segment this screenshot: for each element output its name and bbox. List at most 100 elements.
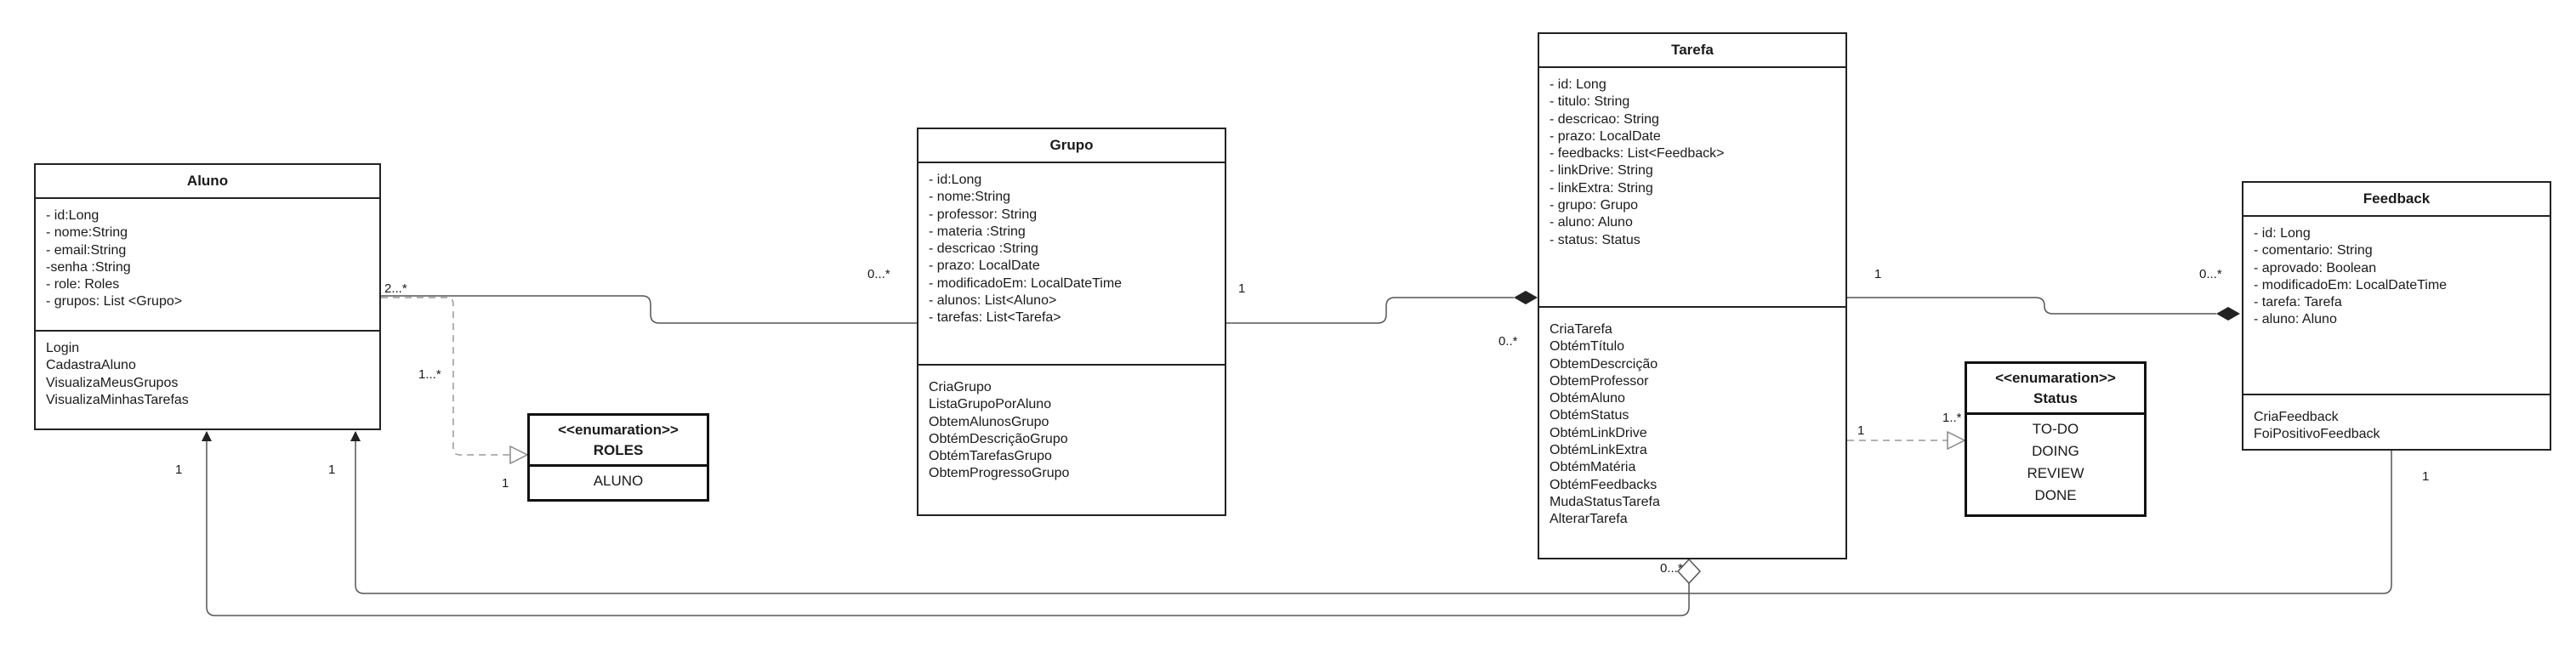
multiplicity-label: 2...* [384,281,407,296]
method: VisualizaMinhasTarefas [46,392,189,407]
method: CriaGrupo [929,380,992,394]
attribute: - id:Long [929,173,982,187]
method: CadastraAluno [46,358,136,373]
class-aluno[interactable]: Aluno - id:Long - nome:String - email:St… [34,163,381,430]
edge-tarefa-aluno [202,431,1690,616]
attribute: - prazo: LocalDate [1550,128,1661,144]
enum-roles-name: ROLES [593,442,644,458]
enum-status-stereotype: <<enumaration>> [1995,370,2116,386]
multiplicity-label: 0..* [1498,334,1518,349]
attribute: - titulo: String [1550,94,1630,110]
enum-roles-header: <<enumaration>> ROLES [530,416,707,467]
attribute: - tarefas: List<Tarefa> [929,310,1061,326]
enum-roles-stereotype: <<enumaration>> [558,422,679,438]
class-aluno-methods: Login CadastraAluno VisualizaMeusGrupos … [36,332,379,409]
multiplicity-label: 1 [502,476,509,491]
method: CriaFeedback [2254,410,2339,424]
multiplicity-label: 0...* [2199,267,2222,281]
enum-value: ALUNO [593,473,644,489]
method: ObtémAluno [1550,391,1625,406]
attribute: - materia :String [929,224,1026,239]
method: ObtémTítulo [1550,339,1625,355]
class-tarefa-title: Tarefa [1539,34,1845,68]
class-tarefa[interactable]: Tarefa - id: Long - titulo: String - des… [1538,32,1847,559]
attribute: - linkExtra: String [1550,180,1653,196]
enum-status-header: <<enumaration>> Status [1967,364,2144,415]
attribute: - id:Long [46,208,100,223]
method: ObtemDescrcição [1550,356,1658,372]
multiplicity-label: 0...* [867,267,890,281]
multiplicity-label: 1..* [1942,411,1962,425]
attribute: - comentario: String [2254,243,2373,258]
attribute: - linkDrive: String [1550,163,1653,179]
attribute: - id: Long [1550,77,1606,92]
method: ObtémMatéria [1550,460,1636,475]
enum-value: DONE [2034,487,2077,503]
attribute: - aprovado: Boolean [2254,260,2377,275]
multiplicity-label: 1 [1874,267,1882,281]
method: ObtémTarefasGrupo [929,449,1052,464]
multiplicity-label: 1 [1857,423,1865,438]
class-grupo-methods: CriaGrupo ListaGrupoPorAluno ObtemAlunos… [918,366,1225,483]
aggregation-diamond-icon [1676,558,1702,585]
attribute: - alunos: List<Aluno> [929,293,1057,309]
multiplicity-label: 1 [2422,469,2430,484]
enum-roles[interactable]: <<enumaration>> ROLES ALUNO [527,413,709,502]
class-feedback-attributes: - id: Long - comentario: String - aprova… [2243,217,2550,395]
method: ObtémDescriçãoGrupo [929,431,1068,446]
class-grupo-attributes: - id:Long - nome:String - professor: Str… [918,163,1225,366]
attribute: - professor: String [929,207,1038,222]
attribute: - modificadoEm: LocalDateTime [2254,277,2448,292]
method: MudaStatusTarefa [1550,494,1660,509]
multiplicity-label: 1...* [418,367,441,382]
attribute: - nome:String [46,225,128,241]
multiplicity-label: 1 [1238,281,1246,296]
method: Login [46,341,80,355]
attribute: - tarefa: Tarefa [2254,295,2342,310]
attribute: - status: Status [1550,232,1641,247]
attribute: - descricao :String [929,241,1038,257]
edge-tarefa-feedback [1838,292,2240,321]
method: ObtémLinkExtra [1550,443,1647,458]
enum-roles-values: ALUNO [530,467,707,496]
enum-status-name: Status [2033,390,2078,406]
attribute: -senha :String [46,259,131,275]
method: ObtemProgressoGrupo [929,466,1070,481]
attribute: - email:String [46,242,127,258]
class-feedback-title: Feedback [2243,183,2550,217]
method: CriaTarefa [1550,322,1612,337]
method: ObtémLinkDrive [1550,425,1647,440]
enum-value: TO-DO [2032,421,2079,437]
class-tarefa-attributes: - id: Long - titulo: String - descricao:… [1539,68,1845,308]
enum-value: REVIEW [2027,465,2084,481]
method: ListaGrupoPorAluno [929,397,1052,412]
class-grupo[interactable]: Grupo - id:Long - nome:String - professo… [917,128,1226,516]
method: ObtémStatus [1550,408,1629,423]
enum-status-values: TO-DO DOING REVIEW DONE [1967,415,2144,510]
attribute: - id: Long [2254,226,2311,241]
attribute: - grupos: List <Grupo> [46,294,183,309]
method: ObtémFeedbacks [1550,477,1658,492]
enum-status[interactable]: <<enumaration>> Status TO-DO DOING REVIE… [1965,361,2147,517]
multiplicity-label: 1 [328,463,336,477]
method: AlterarTarefa [1550,512,1628,527]
class-grupo-title: Grupo [918,129,1225,163]
multiplicity-label: 1 [175,463,183,477]
attribute: - aluno: Aluno [1550,215,1633,230]
class-tarefa-methods: CriaTarefa ObtémTítulo ObtemDescrcição O… [1539,308,1845,529]
attribute: - aluno: Aluno [2254,312,2337,327]
method: FoiPositivoFeedback [2254,427,2380,442]
attribute: - prazo: LocalDate [929,258,1040,274]
method: ObtemAlunosGrupo [929,414,1049,429]
attribute: - feedbacks: List<Feedback> [1550,146,1725,162]
edge-aluno-roles [381,297,527,455]
edge-grupo-tarefa [1217,291,1538,328]
class-feedback-methods: CriaFeedback FoiPositivoFeedback [2243,395,2550,444]
multiplicity-label: 0...* [1660,561,1683,576]
edge-feedback-aluno [350,431,2392,594]
class-feedback[interactable]: Feedback - id: Long - comentario: String… [2242,181,2551,451]
method: VisualizaMeusGrupos [46,375,179,390]
attribute: - nome:String [929,190,1011,205]
class-aluno-attributes: - id:Long - nome:String - email:String -… [36,199,379,332]
